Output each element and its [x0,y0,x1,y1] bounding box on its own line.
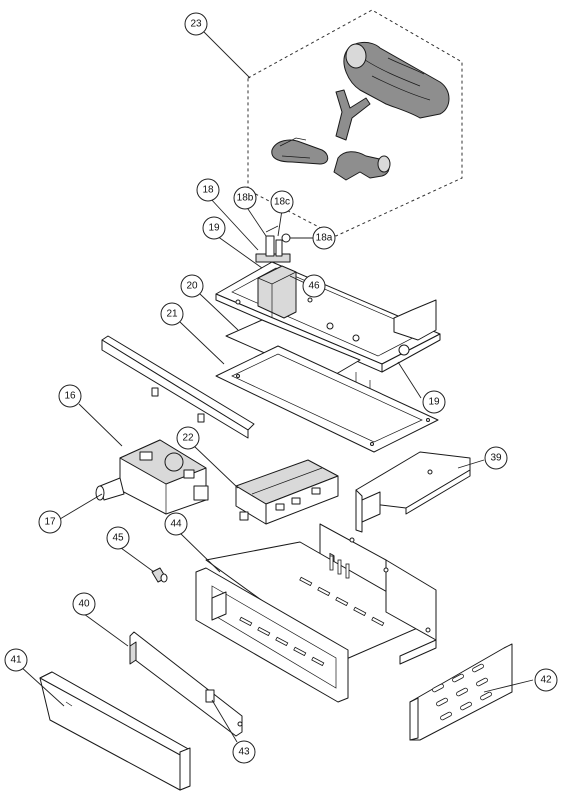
callout-20: 20 [180,274,204,298]
burner-side-bracket [393,299,437,341]
callout-40: 40 [72,592,96,616]
callout-18b-label: 18b [237,193,254,204]
callout-18-label: 18 [202,185,214,196]
front-panel-group [39,671,191,791]
chassis-group [195,523,437,703]
callout-21-label: 21 [166,309,178,320]
gasket-group [215,345,439,453]
leader-lines [19,31,534,743]
log-set-dashed-boundary [247,9,463,237]
gas-valve-knob [164,452,184,472]
callout-18a-label: 18a [316,233,333,244]
callout-46-label: 46 [308,281,320,292]
control-module-group [235,459,339,525]
callout-19-top-label: 19 [208,223,220,234]
thermocouple [275,239,283,257]
callout-41-label: 41 [10,655,22,666]
callout-22: 22 [176,426,200,450]
callout-39-label: 39 [490,453,502,464]
burner-orifice [398,344,410,356]
screw-group [151,567,168,583]
callout-42: 42 [534,668,558,692]
callout-19-bottom: 19 [422,390,446,414]
callout-23: 23 [184,12,208,36]
log-large [343,42,450,119]
callout-43-label: 43 [238,747,250,758]
front-baffle-group [129,631,243,737]
log-small-left [271,139,329,165]
callout-17: 17 [38,510,62,534]
side-panel-group [409,643,513,741]
callout-43: 43 [232,740,256,764]
callout-18c-label: 18c [274,197,290,208]
callout-17-label: 17 [44,517,56,528]
chassis-front-wall [195,567,349,703]
callout-42-label: 42 [540,675,552,686]
callout-16-label: 16 [64,391,76,402]
callout-19-bottom-label: 19 [428,397,440,408]
callout-18b: 18b [233,186,257,210]
callout-16: 16 [58,384,82,408]
log-large-end [345,43,367,69]
callout-39: 39 [484,446,508,470]
gas-valve-group [95,439,209,515]
callout-19-top: 19 [202,216,226,240]
pilot-ignitor [281,233,291,243]
pilot-hood [265,235,275,257]
callout-22-label: 22 [182,433,194,444]
callout-45: 45 [106,526,130,550]
chassis-floor-slots [239,576,385,667]
burner-box [257,265,297,319]
callout-20-label: 20 [186,281,198,292]
callout-45-label: 45 [112,533,124,544]
callout-18a: 18a [312,226,336,250]
side-bracket-group [355,451,471,533]
callout-41: 41 [4,648,28,672]
callout-21: 21 [160,302,184,326]
callout-18: 18 [196,178,220,202]
log-small-right-end [377,155,391,173]
log-branch [335,89,371,141]
front-rail-group [101,335,255,439]
callout-23-label: 23 [190,19,202,30]
side-panel-slots [432,663,492,721]
callout-46: 46 [302,274,326,298]
callout-18c: 18c [270,190,294,214]
callout-40-label: 40 [78,599,90,610]
gasket-outer [215,345,439,453]
callout-44-label: 44 [170,519,182,530]
log-set-group [247,9,463,237]
front-baffle [129,631,243,737]
callout-44: 44 [164,512,188,536]
